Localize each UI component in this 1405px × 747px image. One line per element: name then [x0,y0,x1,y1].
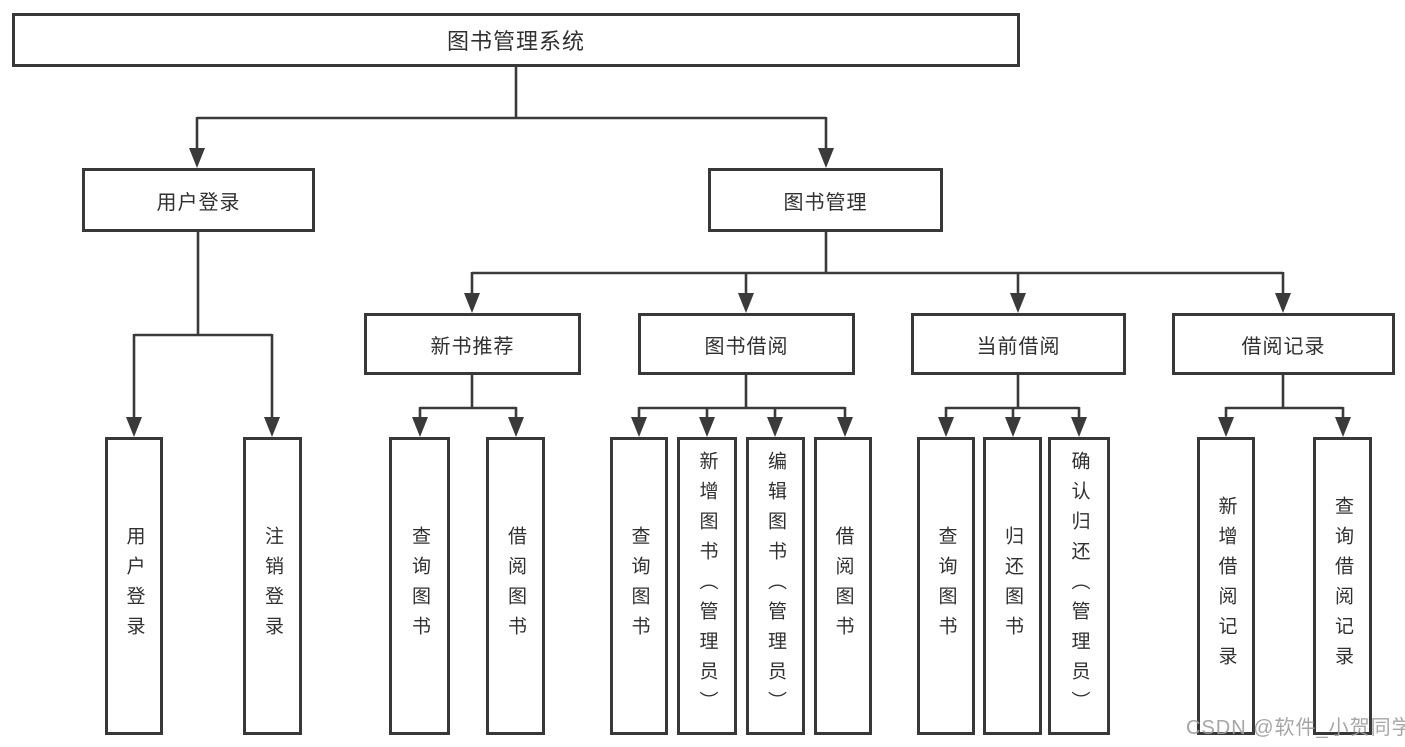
node-label: 新增借阅记录 [1215,496,1237,676]
csdn-watermark: CSDN @软件_小贺同学 [1186,717,1405,739]
node-label: 借阅图书 [832,526,854,646]
leaf-borrowing-edit-books-admin: 编辑图书（管理员） [746,437,805,735]
leaf-borrowing-borrow-books: 借阅图书 [814,437,872,735]
leaf-user-login: 用户登录 [105,437,163,735]
node-label: 图书借阅 [704,335,789,358]
node-label: 查询图书 [628,526,650,646]
node-label: 借阅图书 [505,526,526,646]
node-label: 当前借阅 [976,335,1061,358]
node-book-management: 图书管理 [708,168,943,232]
node-book-borrowing: 图书借阅 [638,313,855,375]
leaf-recommend-borrow-books: 借阅图书 [486,437,545,735]
node-label: 用户登录 [156,191,241,214]
node-borrow-records: 借阅记录 [1172,313,1395,375]
leaf-records-query-borrow-record: 查询借阅记录 [1313,437,1372,735]
node-label: 查询图书 [935,526,957,646]
node-label: 新增图书（管理员） [696,451,718,721]
node-label: 用户登录 [123,526,145,646]
node-label: 借阅记录 [1241,335,1326,358]
node-label: 归还图书 [1002,526,1023,646]
node-label: 查询图书 [409,526,430,646]
node-label: 查询借阅记录 [1332,496,1353,676]
node-new-book-recommend: 新书推荐 [364,313,581,375]
leaf-current-return-books: 归还图书 [983,437,1042,735]
node-user-login: 用户登录 [82,168,315,232]
node-current-borrowing: 当前借阅 [911,313,1126,375]
leaf-current-query-books: 查询图书 [917,437,975,735]
leaf-current-confirm-return-admin: 确认归还（管理员） [1048,437,1110,735]
leaf-logout: 注销登录 [243,437,302,735]
leaf-borrowing-query-books: 查询图书 [610,437,668,735]
node-library-system: 图书管理系统 [12,13,1020,67]
leaf-recommend-query-books: 查询图书 [389,437,450,735]
node-label: 新书推荐 [430,335,515,358]
node-label: 注销登录 [262,526,283,646]
node-label: 编辑图书（管理员） [765,451,786,721]
leaf-borrowing-add-books-admin: 新增图书（管理员） [677,437,737,735]
node-label: 确认归还（管理员） [1068,451,1090,721]
node-label: 图书管理 [783,191,868,214]
node-label: 图书管理系统 [446,29,585,54]
leaf-records-add-borrow-record: 新增借阅记录 [1197,437,1255,735]
